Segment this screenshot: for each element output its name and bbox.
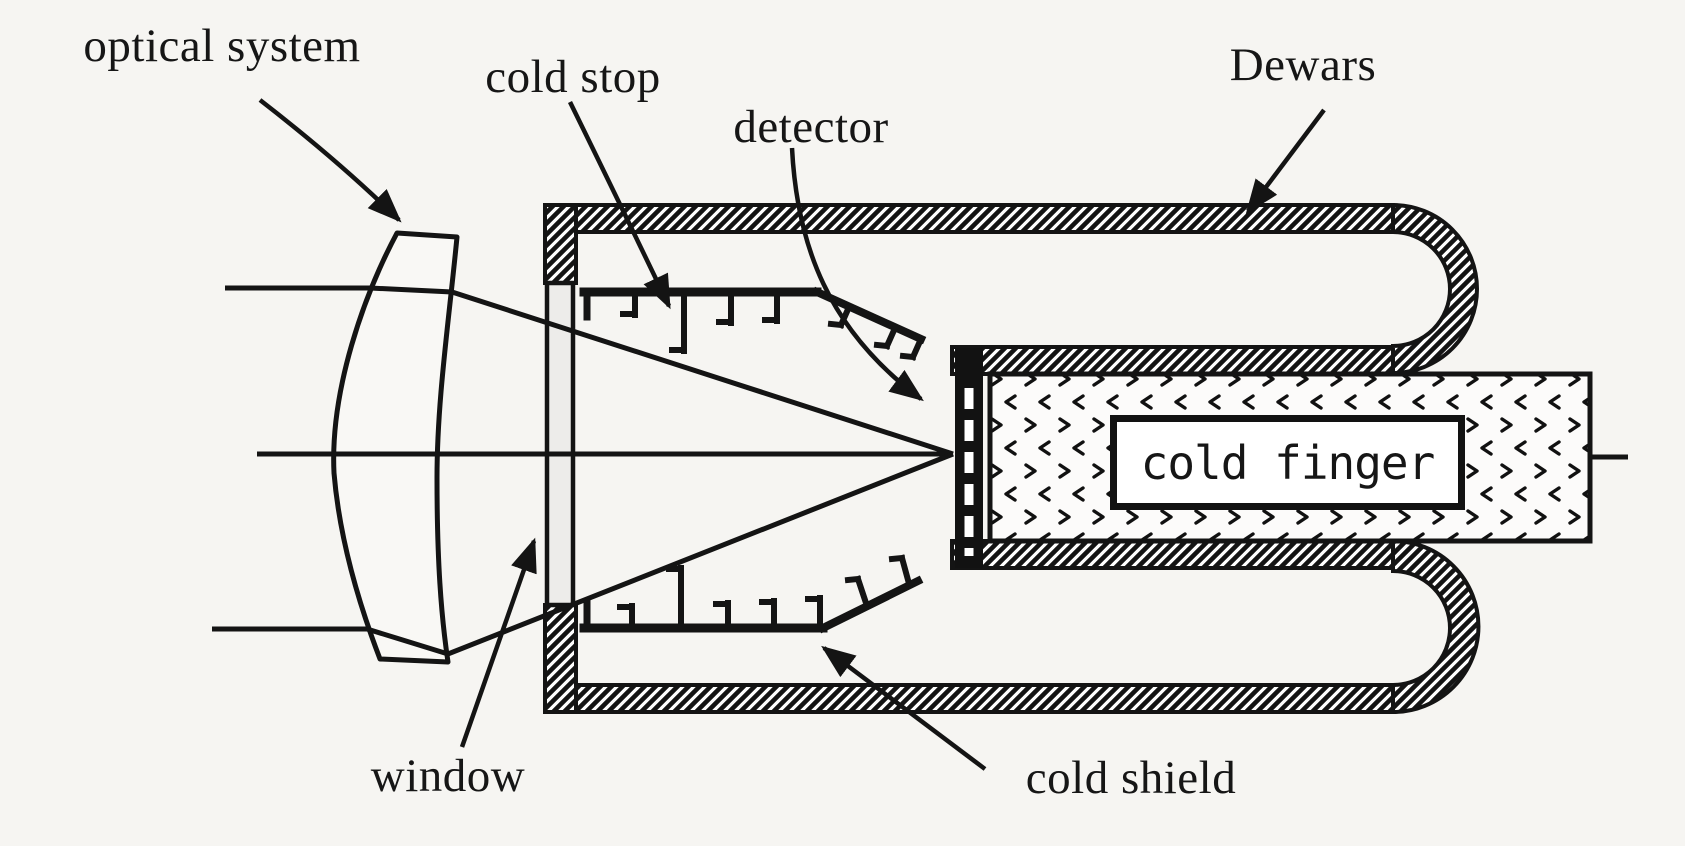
window-element [544,280,576,608]
dewar-bottom-wall [543,683,1395,714]
dewar-u-turn-top [1391,202,1479,376]
light-rays [212,285,954,657]
dewar-inner-wall-bottom [950,539,1395,570]
dewars-arrow [1245,108,1326,214]
dewar-front-wall-bottom [543,603,578,714]
label-dewars: Dewars [1229,39,1377,91]
cold-shield-arrow [821,645,987,771]
dewar-top-wall [543,203,1395,234]
label-cold-finger: cold finger [1140,435,1436,490]
ray-top [225,285,954,457]
cold-shield-top-angled [811,286,927,345]
label-optical-system: optical system [83,20,361,72]
dewar-walls [543,202,1481,715]
cold-shield-bottom-angled [817,575,924,634]
cold-finger-box: cold finger [1110,415,1465,510]
label-detector: detector [733,101,889,153]
dewar-inner-wall-top [950,345,1395,376]
cold-shield-top [579,286,927,361]
dewar-front-wall-top [543,203,578,285]
ray-bottom [212,451,954,657]
lens [331,230,460,665]
label-cold-stop: cold stop [485,51,661,103]
label-cold-shield: cold shield [1025,752,1237,804]
cold-stop-arrow [567,101,672,310]
detector-arrow [789,147,924,402]
optical-system-arrow [258,98,402,223]
leader-arrows [258,98,1326,771]
label-window: window [370,750,526,802]
cold-shield-bottom [579,554,924,634]
dewar-u-turn-bottom [1391,538,1481,715]
window-arrow [459,537,537,748]
